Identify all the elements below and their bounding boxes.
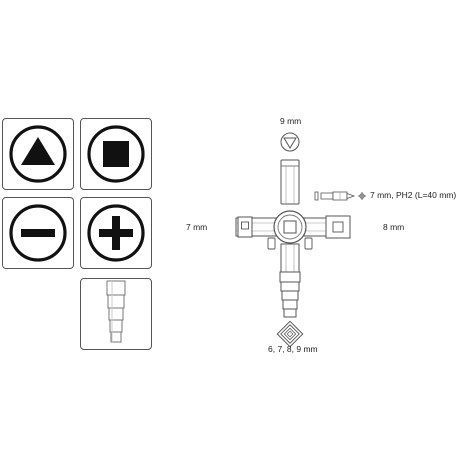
step-bit-tile: [80, 278, 152, 350]
right-socket-size-label: 8 mm: [383, 222, 405, 232]
bottom-concentric-square-icon: [276, 320, 304, 348]
left-socket-arm: [235, 216, 277, 238]
central-hub: [267, 210, 313, 250]
bottom-step-arm: [279, 243, 301, 318]
cross-key-diagram: [235, 132, 366, 348]
minus-profile-tile: [2, 197, 74, 269]
minus-icon: [9, 204, 67, 262]
top-socket-size-label: 9 mm: [280, 116, 302, 126]
left-socket-size-label: 7 mm: [186, 222, 208, 232]
triangle-profile-tile: [2, 118, 74, 190]
triangle-icon: [9, 125, 67, 183]
bit-size-label: 7 mm, PH2 (L=40 mm): [370, 190, 457, 200]
right-socket-arm: [303, 215, 351, 239]
top-socket-arm: [280, 159, 300, 205]
square-icon: [87, 125, 145, 183]
plus-icon: [87, 204, 145, 262]
screwdriver-bit: [314, 191, 356, 201]
step-drill-bit-icon: [106, 280, 126, 343]
square-profile-tile: [80, 118, 152, 190]
top-triangle-marker-icon: [280, 132, 300, 152]
step-size-label: 6, 7, 8, 9 mm: [268, 344, 318, 354]
phillips-tip-icon: [358, 192, 366, 200]
plus-profile-tile: [80, 197, 152, 269]
